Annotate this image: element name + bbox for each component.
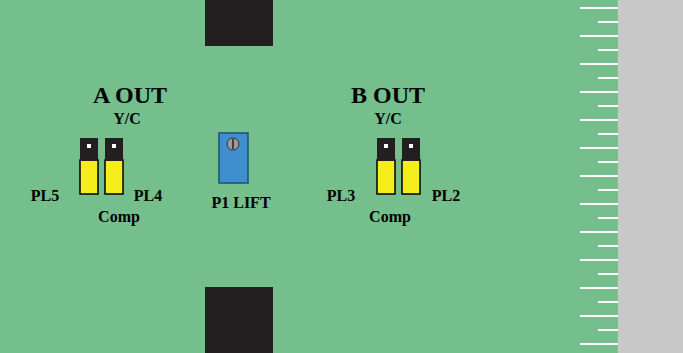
ruler-tick [598,189,618,191]
ruler-tick [580,7,618,9]
jumper [377,138,395,194]
ruler-tick [598,329,618,331]
ruler-tick [580,63,618,65]
jumper-label: PL2 [432,188,460,204]
output-title: B OUT [351,83,425,107]
pot-label: P1 LIFT [211,195,270,211]
ruler-tick [580,231,618,233]
ruler-tick [598,273,618,275]
potentiometer [219,133,248,183]
ruler-tick [580,147,618,149]
jumper-label: PL4 [134,188,162,204]
jumper-label: PL3 [327,188,355,204]
mode-label: Y/C [113,111,141,127]
jumper-label: PL5 [31,188,59,204]
mode-label: Comp [369,209,411,225]
mode-label: Comp [98,209,140,225]
chip [205,287,273,353]
ruler [618,0,683,353]
ruler-tick [580,259,618,261]
ruler-tick [580,203,618,205]
ruler-tick [580,35,618,37]
ruler-tick [598,49,618,51]
ruler-tick [598,161,618,163]
ruler-ticks [580,8,618,344]
ruler-tick [598,21,618,23]
ruler-tick [598,217,618,219]
ruler-tick [580,119,618,121]
ruler-tick [580,175,618,177]
ruler-tick [598,77,618,79]
output-title: A OUT [93,83,167,107]
jumper [105,138,123,194]
ruler-tick [598,133,618,135]
ruler-tick [598,301,618,303]
ruler-tick [598,105,618,107]
chip [205,0,273,46]
mode-label: Y/C [374,111,402,127]
jumper [402,138,420,194]
ruler-tick [598,245,618,247]
ruler-tick [580,91,618,93]
jumper [80,138,98,194]
ruler-tick [580,287,618,289]
ruler-tick [580,343,618,345]
ruler-tick [580,315,618,317]
